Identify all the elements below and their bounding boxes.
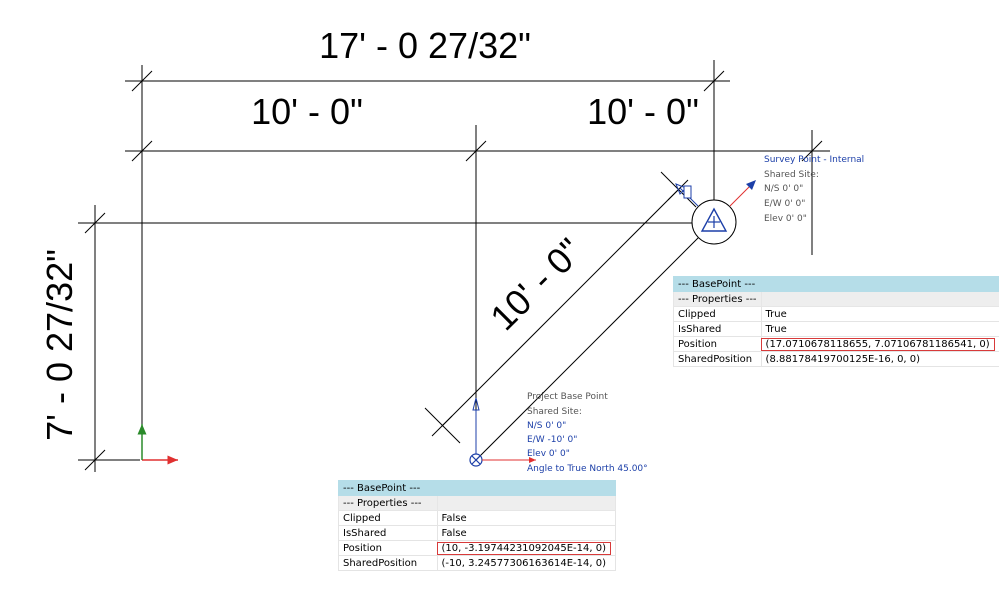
grid-header-label: --- BasePoint --- [673,276,762,292]
grid-header-label: --- BasePoint --- [338,480,438,496]
highlighted-position-value: (17.0710678118655, 7.07106781186541, 0) [760,337,995,351]
internal-origin-axes [137,424,178,465]
property-value: False [436,510,617,526]
dimension-overall-width-text: 17' - 0 27/32" [319,25,531,66]
grid-section-row: --- Properties --- [338,495,617,511]
grid-row-position[interactable]: Position (17.0710678118655, 7.0710678118… [673,336,999,352]
grid-row-position[interactable]: Position (10, -3.19744231092045E-14, 0) [338,540,617,556]
dimension-left-width-text: 10' - 0" [251,91,363,132]
dimension-overall-height-text: 7' - 0 27/32" [39,249,80,441]
grid-row-isshared[interactable]: IsShared False [338,525,617,541]
property-name: Position [338,540,438,556]
property-name: SharedPosition [673,351,762,367]
survey-point-title: Survey Point - Internal [764,155,864,165]
grid-section-label: --- Properties --- [673,291,762,307]
project-base-point-ew: E/W -10' 0" [527,435,577,445]
survey-point-properties-grid: --- BasePoint --- --- Properties --- Cli… [673,276,999,367]
dimension-split-width[interactable] [125,125,830,450]
property-value-cell: (10, -3.19744231092045E-14, 0) [436,540,617,556]
grid-section-row: --- Properties --- [673,291,999,307]
grid-row-isshared[interactable]: IsShared True [673,321,999,337]
survey-point-shared-site: Shared Site: [764,170,819,180]
property-name: SharedPosition [338,555,438,571]
property-name: Clipped [338,510,438,526]
project-base-point-shared-site: Shared Site: [527,407,582,417]
property-value: True [760,306,999,322]
grid-row-sharedposition[interactable]: SharedPosition (-10, 3.24577306163614E-1… [338,555,617,571]
property-name: IsShared [673,321,762,337]
grid-header-row: --- BasePoint --- [673,276,999,292]
grid-section-label: --- Properties --- [338,495,438,511]
property-value: (8.88178419700125E-16, 0, 0) [760,351,999,367]
property-name: Clipped [673,306,762,322]
dimension-diagonal-text: 10' - 0" [482,230,590,338]
grid-row-clipped[interactable]: Clipped True [673,306,999,322]
grid-row-sharedposition[interactable]: SharedPosition (8.88178419700125E-16, 0,… [673,351,999,367]
dimension-right-width-text: 10' - 0" [587,91,699,132]
dimension-overall-width[interactable] [125,60,730,430]
property-value: True [760,321,999,337]
property-value: (-10, 3.24577306163614E-14, 0) [436,555,617,571]
survey-point-elev: Elev 0' 0" [764,214,807,224]
project-base-point-symbol[interactable] [469,397,536,467]
survey-point-symbol[interactable] [675,180,756,245]
project-base-point-properties-grid: --- BasePoint --- --- Properties --- Cli… [338,480,617,571]
highlighted-position-value: (10, -3.19744231092045E-14, 0) [436,541,611,555]
survey-point-ns: N/S 0' 0" [764,184,803,194]
project-base-point-title: Project Base Point [527,392,608,402]
project-base-point-angle: Angle to True North 45.00° [527,464,648,474]
property-name: IsShared [338,525,438,541]
grid-row-clipped[interactable]: Clipped False [338,510,617,526]
grid-header-row: --- BasePoint --- [338,480,617,496]
project-base-point-ns: N/S 0' 0" [527,421,566,431]
dimension-overall-height[interactable] [78,205,700,472]
project-base-point-elev: Elev 0' 0" [527,449,570,459]
property-value: False [436,525,617,541]
survey-point-ew: E/W 0' 0" [764,199,805,209]
property-name: Position [673,336,762,352]
property-value-cell: (17.0710678118655, 7.07106781186541, 0) [760,336,999,352]
